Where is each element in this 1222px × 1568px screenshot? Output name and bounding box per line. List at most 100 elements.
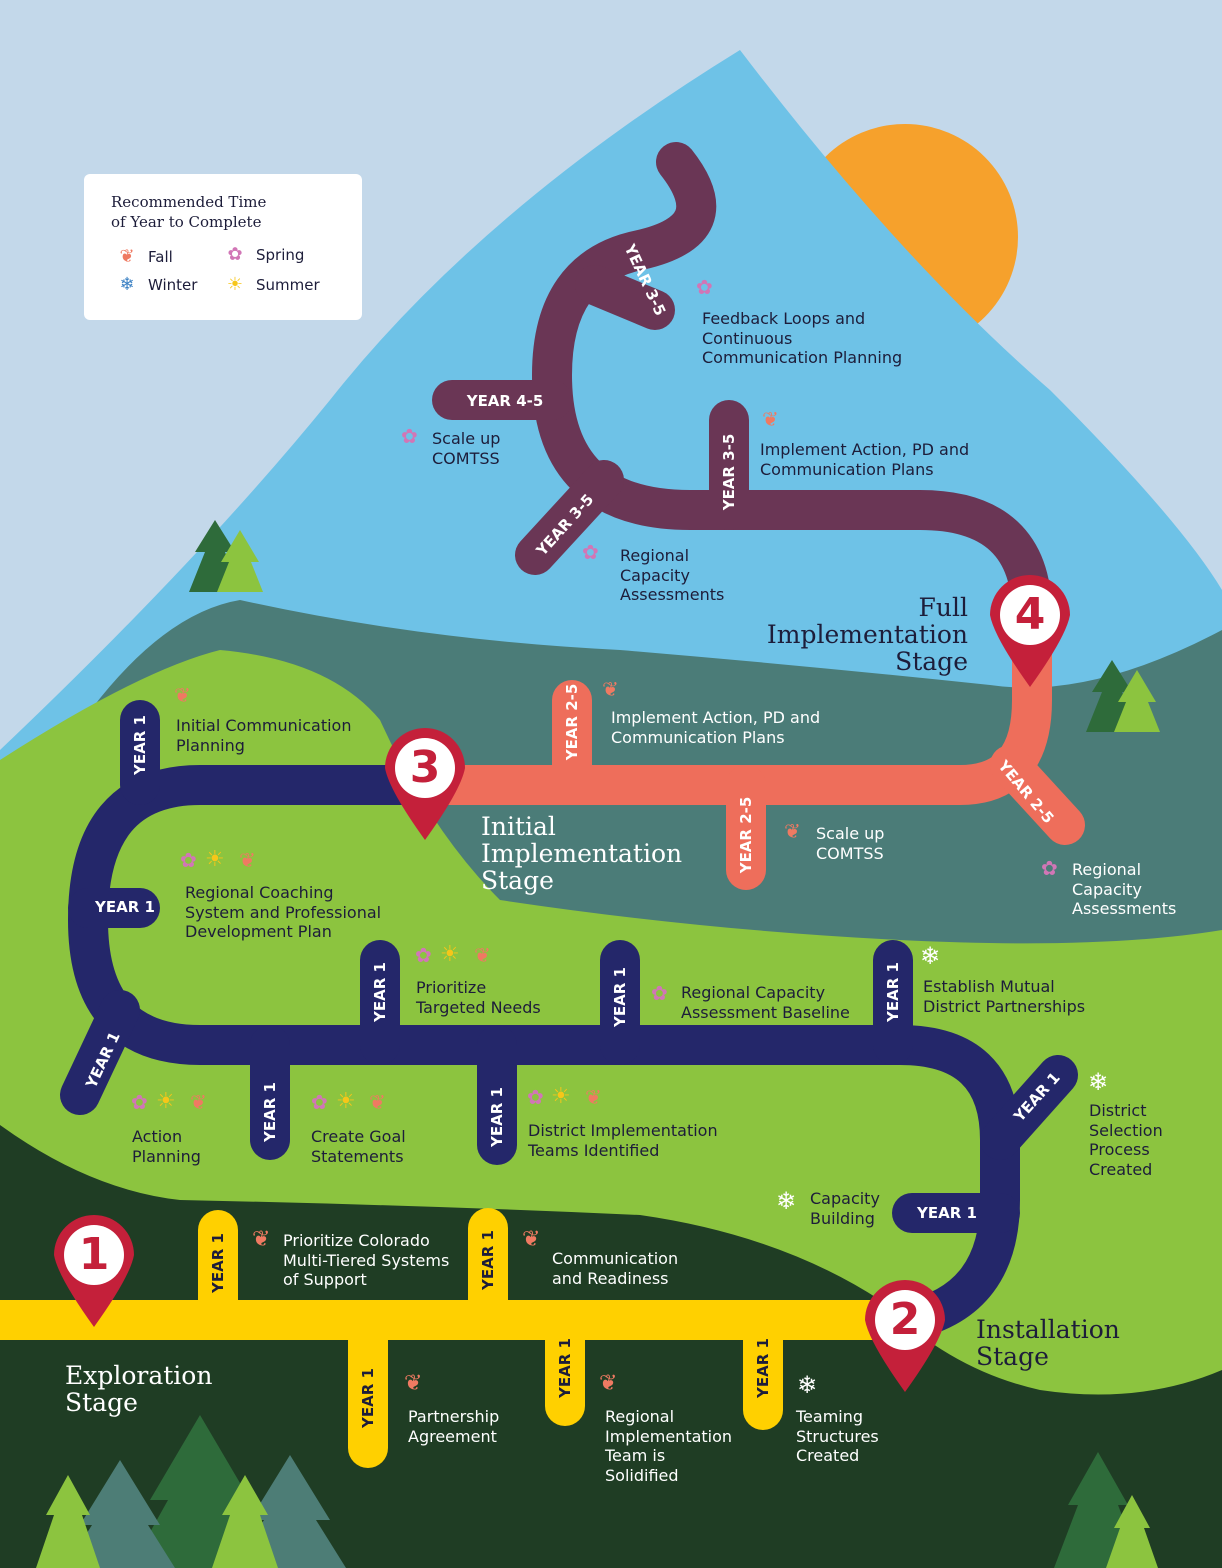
snowflake-icon: ❄ [797, 1371, 818, 1399]
road-initial-implementation [420, 620, 1085, 890]
maple-leaf-icon: ❦ [404, 1371, 423, 1396]
maple-leaf-icon: ❦ [784, 819, 801, 843]
flower-icon: ✿ [311, 1090, 328, 1114]
snowflake-icon: ❄ [776, 1187, 797, 1215]
activity-scale-up-4-5: Scale up COMTSS [432, 429, 501, 468]
activity-initial-communication-planning: Initial Communication Planning [176, 716, 352, 755]
road-installation [60, 700, 1078, 1340]
year-label: YEAR 1 [556, 1338, 574, 1398]
year-label: YEAR 2-5 [737, 796, 755, 874]
year-label: YEAR 1 [371, 962, 389, 1022]
flower-icon: ✿ [401, 424, 418, 448]
mountain [0, 50, 1222, 760]
activity-implement-plans-3-5: Implement Action, PD and Communication P… [760, 440, 970, 479]
flower-icon: ✿ [131, 1090, 148, 1114]
forest-bottom-right [1054, 1452, 1158, 1568]
maple-leaf-icon: ❦ [602, 677, 619, 701]
maple-leaf-icon: ❦ [369, 1090, 386, 1114]
activity-establish-mutual-partnerships: Establish Mutual District Partnerships [923, 977, 1086, 1016]
year-label: YEAR 1 [884, 962, 902, 1022]
stage-3-title: Initial Implementation Stage [481, 812, 683, 895]
legend-item-winter: ❄Winter [116, 274, 197, 295]
maple-leaf-icon: ❦ [599, 1371, 618, 1396]
activity-implement-plans-2-5: Implement Action, PD and Communication P… [611, 708, 821, 747]
forest-bottom-left [36, 1415, 346, 1568]
year-label: YEAR 1 [131, 715, 149, 775]
activity-regional-implementation-team: Regional Implementation Team is Solidifi… [605, 1407, 733, 1485]
legend-item-summer: ☀Summer [224, 274, 320, 295]
maple-leaf-icon: ❦ [762, 407, 779, 431]
maple-leaf-icon: ❦ [252, 1227, 271, 1252]
activity-communication-readiness: Communication and Readiness [552, 1249, 679, 1288]
legend-item-fall: ❦Fall [116, 246, 172, 267]
activity-partnership-agreement: Partnership Agreement [408, 1407, 500, 1446]
stage-4-title: Full Implementation Stage [766, 593, 968, 676]
flower-icon: ✿ [527, 1085, 544, 1109]
activity-district-implementation-teams: District Implementation Teams Identified [528, 1121, 718, 1160]
activity-action-planning: Action Planning [132, 1127, 201, 1166]
tree-cluster-left [189, 520, 263, 592]
stage-3-number: 3 [409, 742, 441, 793]
year-label: YEAR 1 [754, 1338, 772, 1398]
activity-district-selection: District Selection Process Created [1089, 1101, 1163, 1179]
stage-4-number: 4 [1014, 589, 1046, 640]
activity-teaming-structures: Teaming Structures Created [796, 1407, 879, 1465]
stage-2-title: Installation Stage [976, 1315, 1120, 1371]
year-label: YEAR 1 [488, 1087, 506, 1147]
maple-leaf-icon: ❦ [474, 943, 491, 967]
year-label: YEAR 1 [261, 1082, 279, 1142]
sun-icon: ☀ [205, 847, 225, 872]
year-label: YEAR 3-5 [720, 433, 738, 511]
sun-icon: ☀ [336, 1089, 356, 1114]
legend-item-spring: ✿Spring [224, 244, 304, 265]
activity-scale-up-2-5: Scale up COMTSS [816, 824, 885, 863]
flower-icon: ✿ [227, 244, 243, 265]
year-label: YEAR 1 [209, 1233, 227, 1293]
sun-icon: ☀ [156, 1089, 176, 1114]
flower-icon: ✿ [582, 540, 599, 564]
maple-leaf-icon: ❦ [119, 246, 135, 267]
maple-leaf-icon: ❦ [585, 1085, 602, 1109]
year-label: YEAR 1 [611, 967, 629, 1027]
activity-feedback-loops: Feedback Loops and Continuous Communicat… [702, 309, 903, 367]
sun-icon: ☀ [226, 274, 244, 295]
flower-icon: ✿ [415, 943, 432, 967]
maple-leaf-icon: ❦ [522, 1227, 541, 1252]
flower-icon: ✿ [696, 275, 713, 299]
legend-title: Recommended Time of Year to Complete [111, 193, 267, 231]
activity-create-goal-statements: Create Goal Statements [311, 1127, 406, 1166]
snowflake-icon: ❄ [920, 942, 941, 970]
maple-leaf-icon: ❦ [174, 683, 191, 707]
snowflake-icon: ❄ [1088, 1068, 1109, 1096]
snowflake-icon: ❄ [119, 274, 135, 295]
year-label: YEAR 2-5 [563, 683, 581, 761]
dark-valley [0, 1125, 1222, 1568]
sun-icon: ☀ [551, 1084, 571, 1109]
flower-icon: ✿ [180, 848, 197, 872]
activity-prioritize-comtss: Prioritize Colorado Multi-Tiered Systems… [283, 1231, 450, 1289]
maple-leaf-icon: ❦ [239, 848, 256, 872]
activity-prioritize-targeted-needs: Prioritize Targeted Needs [416, 978, 541, 1017]
activity-regional-capacity-baseline: Regional Capacity Assessment Baseline [681, 983, 850, 1022]
year-label: YEAR 1 [359, 1368, 377, 1428]
year-label: YEAR 1 [95, 898, 155, 916]
road-full-implementation [432, 142, 1052, 635]
year-label: YEAR 1 [917, 1204, 977, 1222]
sun-icon: ☀ [440, 942, 460, 967]
maple-leaf-icon: ❦ [190, 1090, 207, 1114]
activity-regional-capacity-3-5: Regional Capacity Assessments [620, 546, 725, 604]
flower-icon: ✿ [1041, 856, 1058, 880]
tree-cluster-right [1086, 660, 1160, 732]
stage-1-number: 1 [78, 1229, 110, 1280]
activity-capacity-building: Capacity Building [810, 1189, 880, 1228]
legend: Recommended Time of Year to Complete ❦Fa… [84, 174, 362, 320]
road-exploration [0, 1208, 910, 1468]
year-label: YEAR 4-5 [466, 392, 544, 410]
activity-regional-coaching-system: Regional Coaching System and Professiona… [185, 883, 382, 941]
stage-2-number: 2 [889, 1294, 921, 1345]
stage-1-title: Exploration Stage [65, 1361, 213, 1417]
year-label: YEAR 1 [479, 1230, 497, 1290]
activity-regional-capacity-2-5: Regional Capacity Assessments [1072, 860, 1177, 918]
